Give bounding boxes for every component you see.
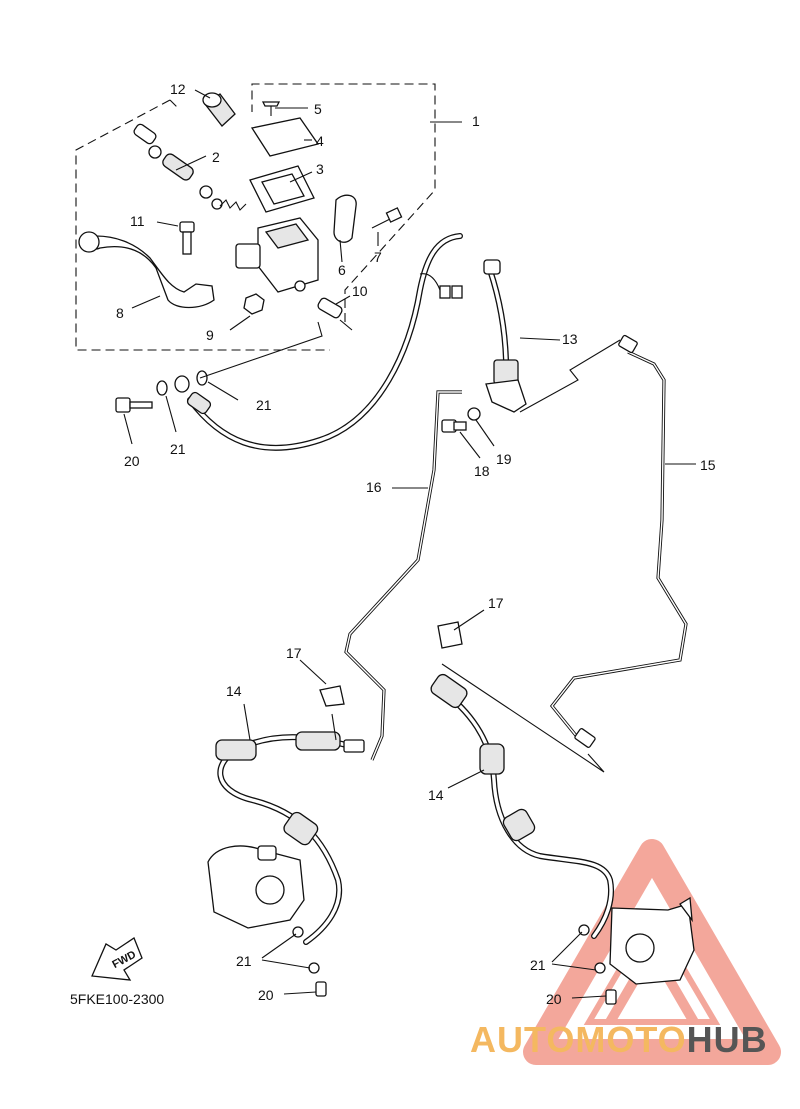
washer-upper-a — [156, 380, 168, 396]
callout-7: 7 — [374, 249, 382, 265]
callout-17-right: 17 — [488, 595, 504, 611]
copper-washer — [467, 407, 481, 421]
callout-20-lower-left: 20 — [258, 987, 274, 1003]
reservoir-cover-parts — [249, 101, 320, 213]
callout-1: 1 — [472, 113, 480, 129]
callout-20-lower-right: 20 — [546, 991, 562, 1007]
callout-15: 15 — [700, 457, 716, 473]
callout-16: 16 — [366, 479, 382, 495]
hose-clip-right — [437, 621, 463, 649]
leader-lines — [123, 89, 696, 999]
right-hose-fittings — [430, 673, 536, 842]
brake-joint — [485, 359, 527, 413]
callout-2: 2 — [212, 149, 220, 165]
left-hose-fittings — [215, 731, 365, 846]
wire-connector — [419, 273, 463, 299]
brake-light-switch — [317, 297, 353, 331]
callout-3: 3 — [316, 161, 324, 177]
master-cylinder-body — [235, 217, 319, 293]
callout-4: 4 — [316, 133, 324, 149]
callout-17-left: 17 — [286, 645, 302, 661]
callout-20-upper: 20 — [124, 453, 140, 469]
callout-21-upper-left: 21 — [170, 441, 186, 457]
callout-18: 18 — [474, 463, 490, 479]
piston-kit — [133, 123, 247, 211]
callout-10: 10 — [352, 283, 368, 299]
callout-8: 8 — [116, 305, 124, 321]
watermark-text-primary: AUTOMOTO — [470, 1019, 687, 1060]
union-bolt — [441, 419, 467, 433]
upper-brake-hose — [187, 233, 463, 451]
lever-pivot-parts — [179, 221, 265, 315]
callout-9: 9 — [206, 327, 214, 343]
callout-14-left: 14 — [226, 683, 242, 699]
callout-14-right: 14 — [428, 787, 444, 803]
bleed-screw-left — [315, 981, 327, 997]
washer-lower-right-b — [594, 962, 606, 974]
washer-upper-b — [196, 370, 208, 386]
callout-6: 6 — [338, 262, 346, 278]
lever-boot — [202, 92, 236, 127]
callout-21-lower-left: 21 — [236, 953, 252, 969]
callout-13: 13 — [562, 331, 578, 347]
watermark-text-secondary: HUB — [687, 1019, 768, 1060]
callout-21-upper-right: 21 — [256, 397, 272, 413]
left-brake-caliper — [207, 845, 305, 929]
diagram-code: 5FKE100-2300 — [70, 991, 164, 1007]
callouts: 1 2 3 4 5 6 7 8 9 10 11 12 13 14 14 15 1… — [116, 81, 716, 1007]
hose-clip-left — [319, 685, 345, 707]
banjo-bolt-upper — [115, 397, 153, 413]
callout-5: 5 — [314, 101, 322, 117]
callout-12: 12 — [170, 81, 186, 97]
handlebar-holder — [333, 194, 403, 243]
watermark-text: AUTOMOTOHUB — [470, 1019, 768, 1060]
forward-direction-badge: FWD — [91, 937, 143, 981]
callout-11: 11 — [130, 213, 145, 229]
washer-lower-left-b — [308, 962, 320, 974]
master-cylinder-assembly-boundary — [75, 83, 436, 351]
brake-lever — [82, 235, 215, 309]
hose-fitting-upper — [174, 375, 212, 415]
bleed-screw-right — [605, 989, 617, 1005]
callout-19: 19 — [496, 451, 512, 467]
right-brake-caliper — [609, 896, 695, 985]
callout-21-lower-right: 21 — [530, 957, 546, 973]
